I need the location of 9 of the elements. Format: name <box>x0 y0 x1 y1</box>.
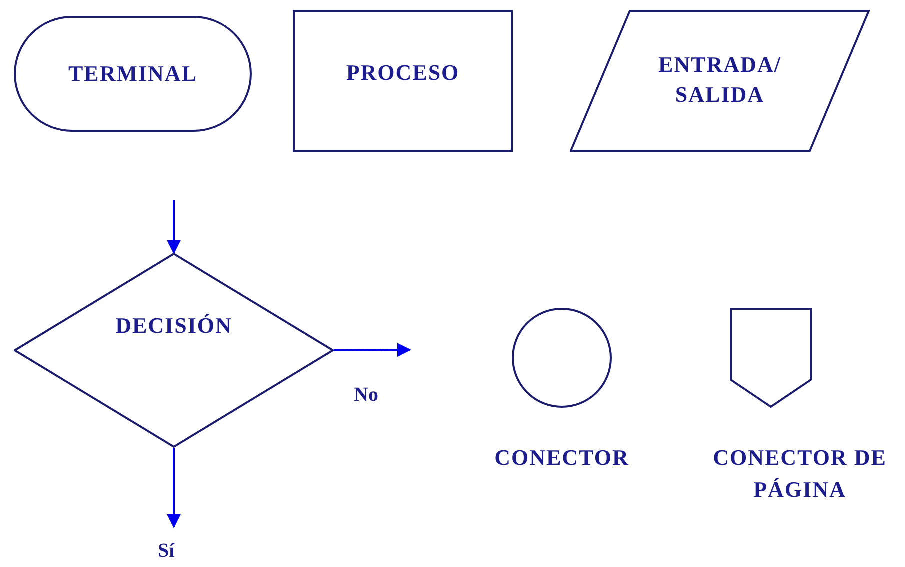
symbol-label: ENTRADA/ SALIDA <box>658 51 782 109</box>
arrow <box>167 448 181 528</box>
symbol-caption: CONECTOR DE PÁGINA <box>712 444 888 504</box>
symbol-label: PROCESO <box>346 59 460 87</box>
symbol-label: TERMINAL <box>68 60 198 88</box>
symbol-label: DECISIÓN <box>116 312 232 340</box>
symbol-caption: CONECTOR <box>494 444 630 472</box>
arrow <box>334 343 412 358</box>
arrow <box>167 200 181 254</box>
